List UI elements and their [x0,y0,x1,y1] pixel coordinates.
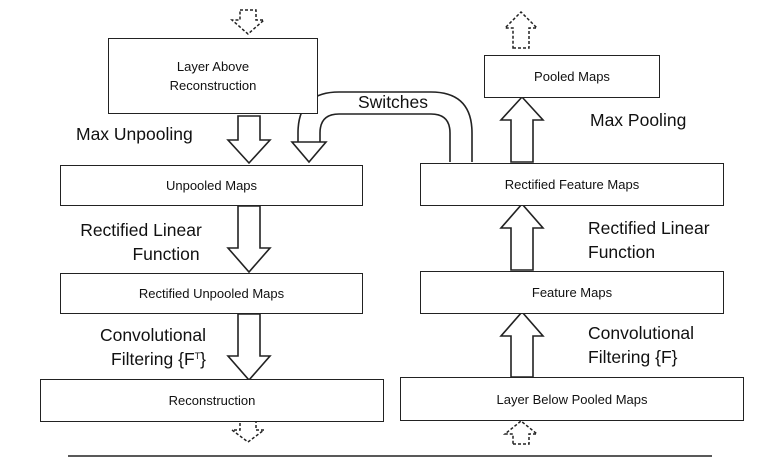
layer-above-reconstruction-box: Layer Above Reconstruction [108,38,318,114]
feature-maps-box: Feature Maps [420,271,724,314]
rectified-linear-right-line2: Function [588,242,656,262]
reconstruction-label: Reconstruction [168,393,256,408]
conv-filtering-left-prefix: Filtering {F [111,349,195,369]
rectified-linear-left-line1: Rectified Linear [80,220,202,240]
layer-below-pooled-maps-box: Layer Below Pooled Maps [400,377,744,421]
arrow-rectified-linear-left [226,205,272,274]
arrow-conv-filtering-left [226,313,272,382]
max-pooling-label: Max Pooling [590,108,686,132]
rectified-feature-maps-box: Rectified Feature Maps [420,163,724,206]
feature-maps-label: Feature Maps [531,285,613,300]
unpooled-maps-box: Unpooled Maps [60,165,363,206]
rectified-unpooled-maps-label: Rectified Unpooled Maps [138,286,285,301]
dashed-arrow-out-of-pooled-maps [503,10,539,49]
switches-label: Switches [358,90,428,114]
layer-above-reconstruction-label: Layer Above Reconstruction [169,59,257,93]
arrow-rectified-linear-right [499,202,545,271]
conv-filtering-right-line2: Filtering {F} [588,347,678,367]
dashed-arrow-into-layer-below [502,420,540,445]
max-unpooling-label: Max Unpooling [76,122,193,146]
dashed-arrow-out-of-reconstruction [229,420,267,443]
reconstruction-box: Reconstruction [40,379,384,422]
conv-filtering-left-superscript: T [194,351,201,361]
max-pooling-text: Max Pooling [590,110,687,130]
arrow-conv-filtering-right [499,310,545,378]
dashed-arrow-into-layer-above [230,9,266,35]
conv-filtering-right-line1: Convolutional [588,323,695,343]
rectified-linear-right-line1: Rectified Linear [588,218,710,238]
conv-filtering-left-line1: Convolutional [99,325,206,345]
switches-text: Switches [358,92,429,112]
rectified-feature-maps-label: Rectified Feature Maps [504,177,640,192]
switches-connector [297,91,473,162]
pooled-maps-label: Pooled Maps [534,69,610,84]
unpooled-maps-label: Unpooled Maps [165,178,258,193]
conv-filtering-left-suffix: } [200,349,206,369]
switches-connector [319,113,451,162]
conv-filtering-right-label: Convolutional Filtering {F} [588,321,694,369]
switches-arrowhead [290,141,328,164]
max-unpooling-text: Max Unpooling [76,124,193,144]
rectified-linear-left-line2: Function [132,244,200,264]
conv-filtering-left-label: Convolutional Filtering {FT} [66,323,206,374]
arrow-max-unpooling [226,115,272,165]
conv-filtering-left-line2: Filtering {FT} [66,347,206,374]
pooled-maps-box: Pooled Maps [484,55,660,98]
rectified-unpooled-maps-box: Rectified Unpooled Maps [60,273,363,314]
arrow-max-pooling [499,95,545,163]
rectified-linear-function-right-label: Rectified Linear Function [588,216,710,264]
rectified-linear-function-left-label: Rectified Linear Function [66,218,216,266]
layer-below-pooled-maps-label: Layer Below Pooled Maps [496,391,648,407]
